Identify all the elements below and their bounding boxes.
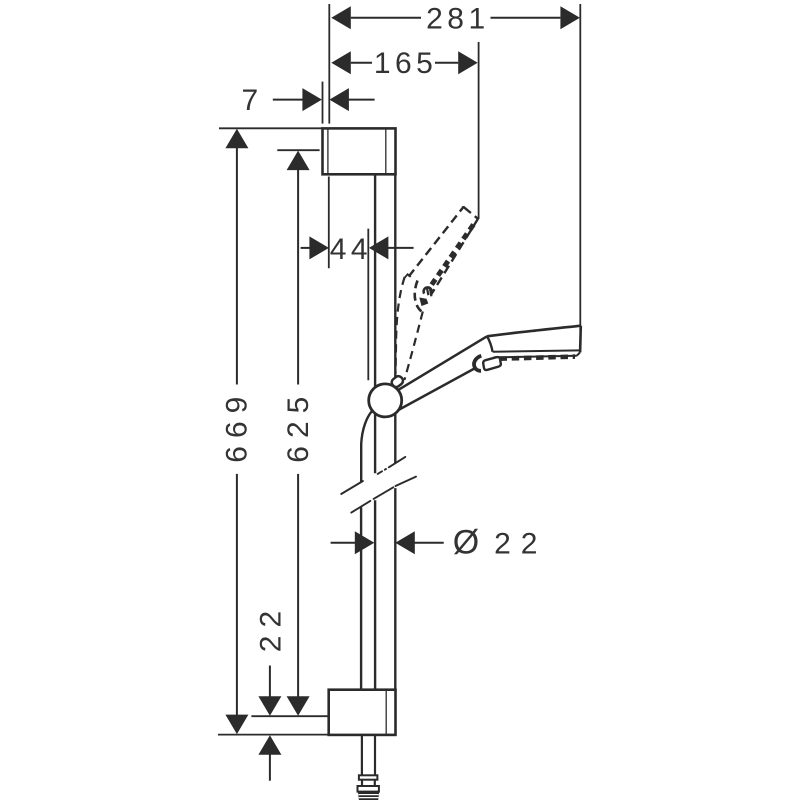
svg-text:669: 669 xyxy=(221,389,254,463)
svg-text:7: 7 xyxy=(242,84,263,117)
svg-text:22: 22 xyxy=(255,603,288,652)
svg-text:22: 22 xyxy=(494,527,547,560)
svg-text:625: 625 xyxy=(282,389,315,463)
svg-text:Ø: Ø xyxy=(453,524,479,562)
svg-text:165: 165 xyxy=(374,47,438,80)
svg-text:281: 281 xyxy=(426,2,490,35)
svg-text:44: 44 xyxy=(330,233,372,266)
